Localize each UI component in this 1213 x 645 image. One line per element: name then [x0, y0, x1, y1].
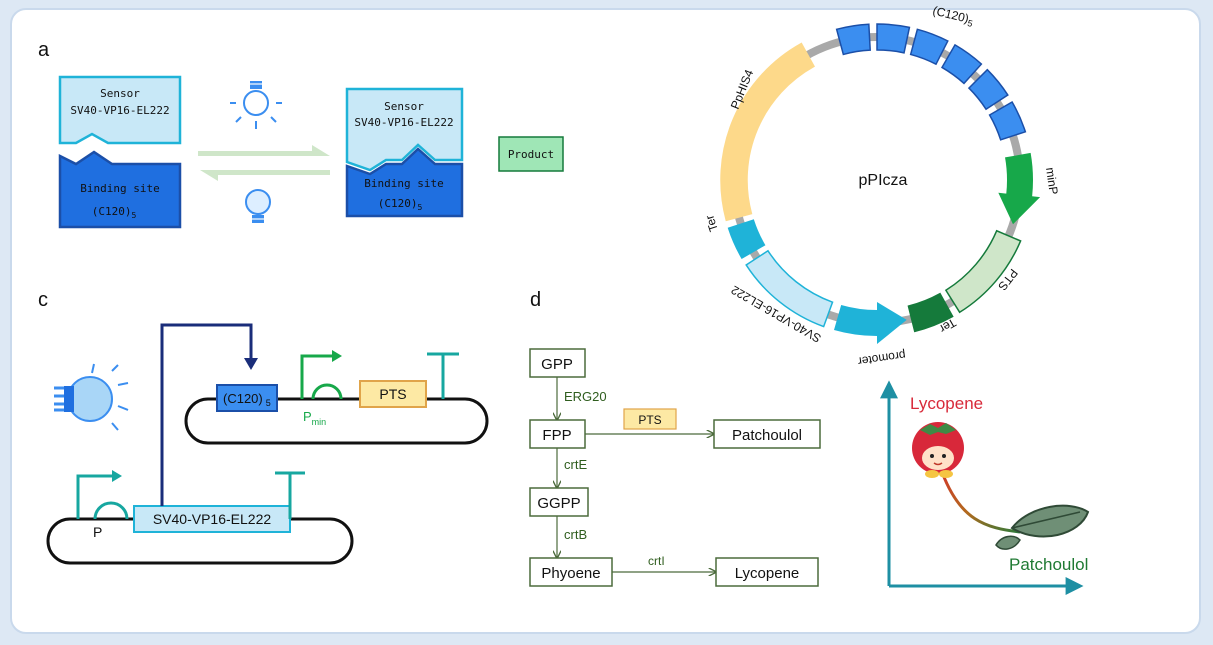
gpp-box: GPP [529, 348, 586, 378]
pmin-operator-arc [311, 383, 343, 400]
sensor-gene-label: SV40-VP16-EL222 [153, 511, 272, 527]
lamp-icon [54, 363, 129, 431]
pts-enzyme-label: PTS [638, 413, 661, 427]
crtb-label: crtB [564, 527, 587, 542]
product-label: Product [508, 148, 554, 161]
lycopene-box: Lycopene [715, 557, 819, 587]
fpp-box: FPP [529, 419, 586, 449]
sensor-title: Sensor [100, 87, 140, 100]
product-box: Product [498, 136, 564, 172]
minp-arrow [998, 152, 1041, 225]
panel-c-letter: c [38, 289, 48, 311]
ggpp-label: GGPP [537, 495, 580, 512]
light-bulb-on-icon [230, 81, 282, 129]
c120-repeat-3 [909, 28, 949, 66]
pmin-promoter-arrow [300, 350, 342, 399]
c120-box: (C120)5 [216, 384, 278, 412]
gpp-label: GPP [541, 356, 573, 373]
binding-site-bound: Binding site (C120)5 [345, 147, 464, 218]
lycopene-label: Lycopene [735, 565, 800, 582]
terminator-lower [275, 471, 305, 519]
c120-label: (C120)5 [931, 3, 975, 29]
sensor-name: SV40-VP16-EL222 [70, 104, 169, 117]
crte-label: crtE [564, 457, 587, 472]
p-label: P [93, 524, 102, 540]
tradeoff-plot: Lycopene Patchoulol [880, 380, 1090, 595]
pmin-label: Pmin [303, 409, 326, 427]
pts-gene-box: PTS [359, 380, 427, 408]
sensor-unbound: Sensor SV40-VP16-EL222 [58, 75, 182, 145]
pts-segment [944, 229, 1022, 314]
tradeoff-curve [940, 471, 1021, 534]
minp-label: minP [1043, 166, 1061, 195]
plasmid-name: pPIcza [859, 172, 908, 189]
plasmid-segments [720, 23, 1041, 344]
panel-d: d GPP ERG20 FPP PTS Patchoulol crtE GGPP… [529, 289, 821, 587]
patchoulol-box: Patchoulol [713, 419, 821, 449]
ggpp-box: GGPP [529, 487, 589, 517]
patchoulol-label: Patchoulol [732, 427, 802, 444]
panel-a-letter: a [38, 39, 50, 61]
phyoene-label: Phyoene [541, 565, 600, 582]
binding-label: Binding site [80, 182, 159, 195]
phyoene-box: Phyoene [529, 557, 613, 587]
sensor-name-bound: SV40-VP16-EL222 [354, 116, 453, 129]
y-axis-label: Lycopene [910, 394, 983, 413]
equilibrium-arrows [198, 145, 330, 181]
fpp-label: FPP [542, 427, 571, 444]
light-bulb-off-icon [245, 189, 271, 223]
sensor-bound: Sensor SV40-VP16-EL222 [345, 87, 464, 172]
panel-c: c P SV40-VP16-EL222 [38, 289, 489, 565]
pts-gene-label: PTS [379, 386, 406, 402]
c120-repeat-4 [940, 43, 983, 85]
crti-label: crtI [648, 554, 665, 568]
sensor-segment [745, 249, 834, 328]
sensor-gene-box: SV40-VP16-EL222 [133, 505, 291, 533]
promoter-arrow [834, 302, 907, 344]
binding-label-bound: Binding site [364, 177, 443, 190]
p-operator-arc [93, 501, 129, 520]
erg20-label: ERG20 [564, 389, 607, 404]
regulation-arrow [160, 323, 253, 506]
c120-repeat-6 [988, 100, 1027, 141]
binding-seq-bound: (C120)5 [378, 197, 423, 212]
pts-enzyme-box: PTS [623, 408, 677, 430]
reporter-plasmid [184, 397, 489, 445]
c120-repeat-2 [876, 23, 911, 54]
sensor-plasmid [46, 517, 354, 565]
tomato-character-icon [912, 422, 964, 478]
x-axis-label: Patchoulol [1009, 555, 1088, 574]
p-promoter-arrow [76, 470, 122, 519]
c120-box-label: (C120)5 [223, 391, 271, 408]
ter-right-segment [907, 292, 954, 333]
panel-d-letter: d [530, 289, 541, 311]
pphis4-segment [720, 42, 815, 222]
ter-left-label: Ter [702, 213, 720, 233]
binding-seq: (C120)5 [92, 205, 137, 220]
terminator-upper [427, 352, 459, 399]
c120-repeat-5 [967, 68, 1009, 111]
c120-repeat-1 [835, 23, 871, 56]
panel-a: a Sensor SV40-VP16-EL222 Binding site (C… [38, 39, 564, 229]
sensor-title-bound: Sensor [384, 100, 424, 113]
patchouli-leaf-icon [995, 504, 1090, 550]
binding-site-free: Binding site (C120)5 [58, 150, 182, 229]
promoter-label: promoter [857, 348, 907, 369]
ter-left-segment [727, 219, 766, 260]
plasmid-map: pPIcza (C120)5 minP PTS Ter promoter SV4… [702, 3, 1060, 368]
